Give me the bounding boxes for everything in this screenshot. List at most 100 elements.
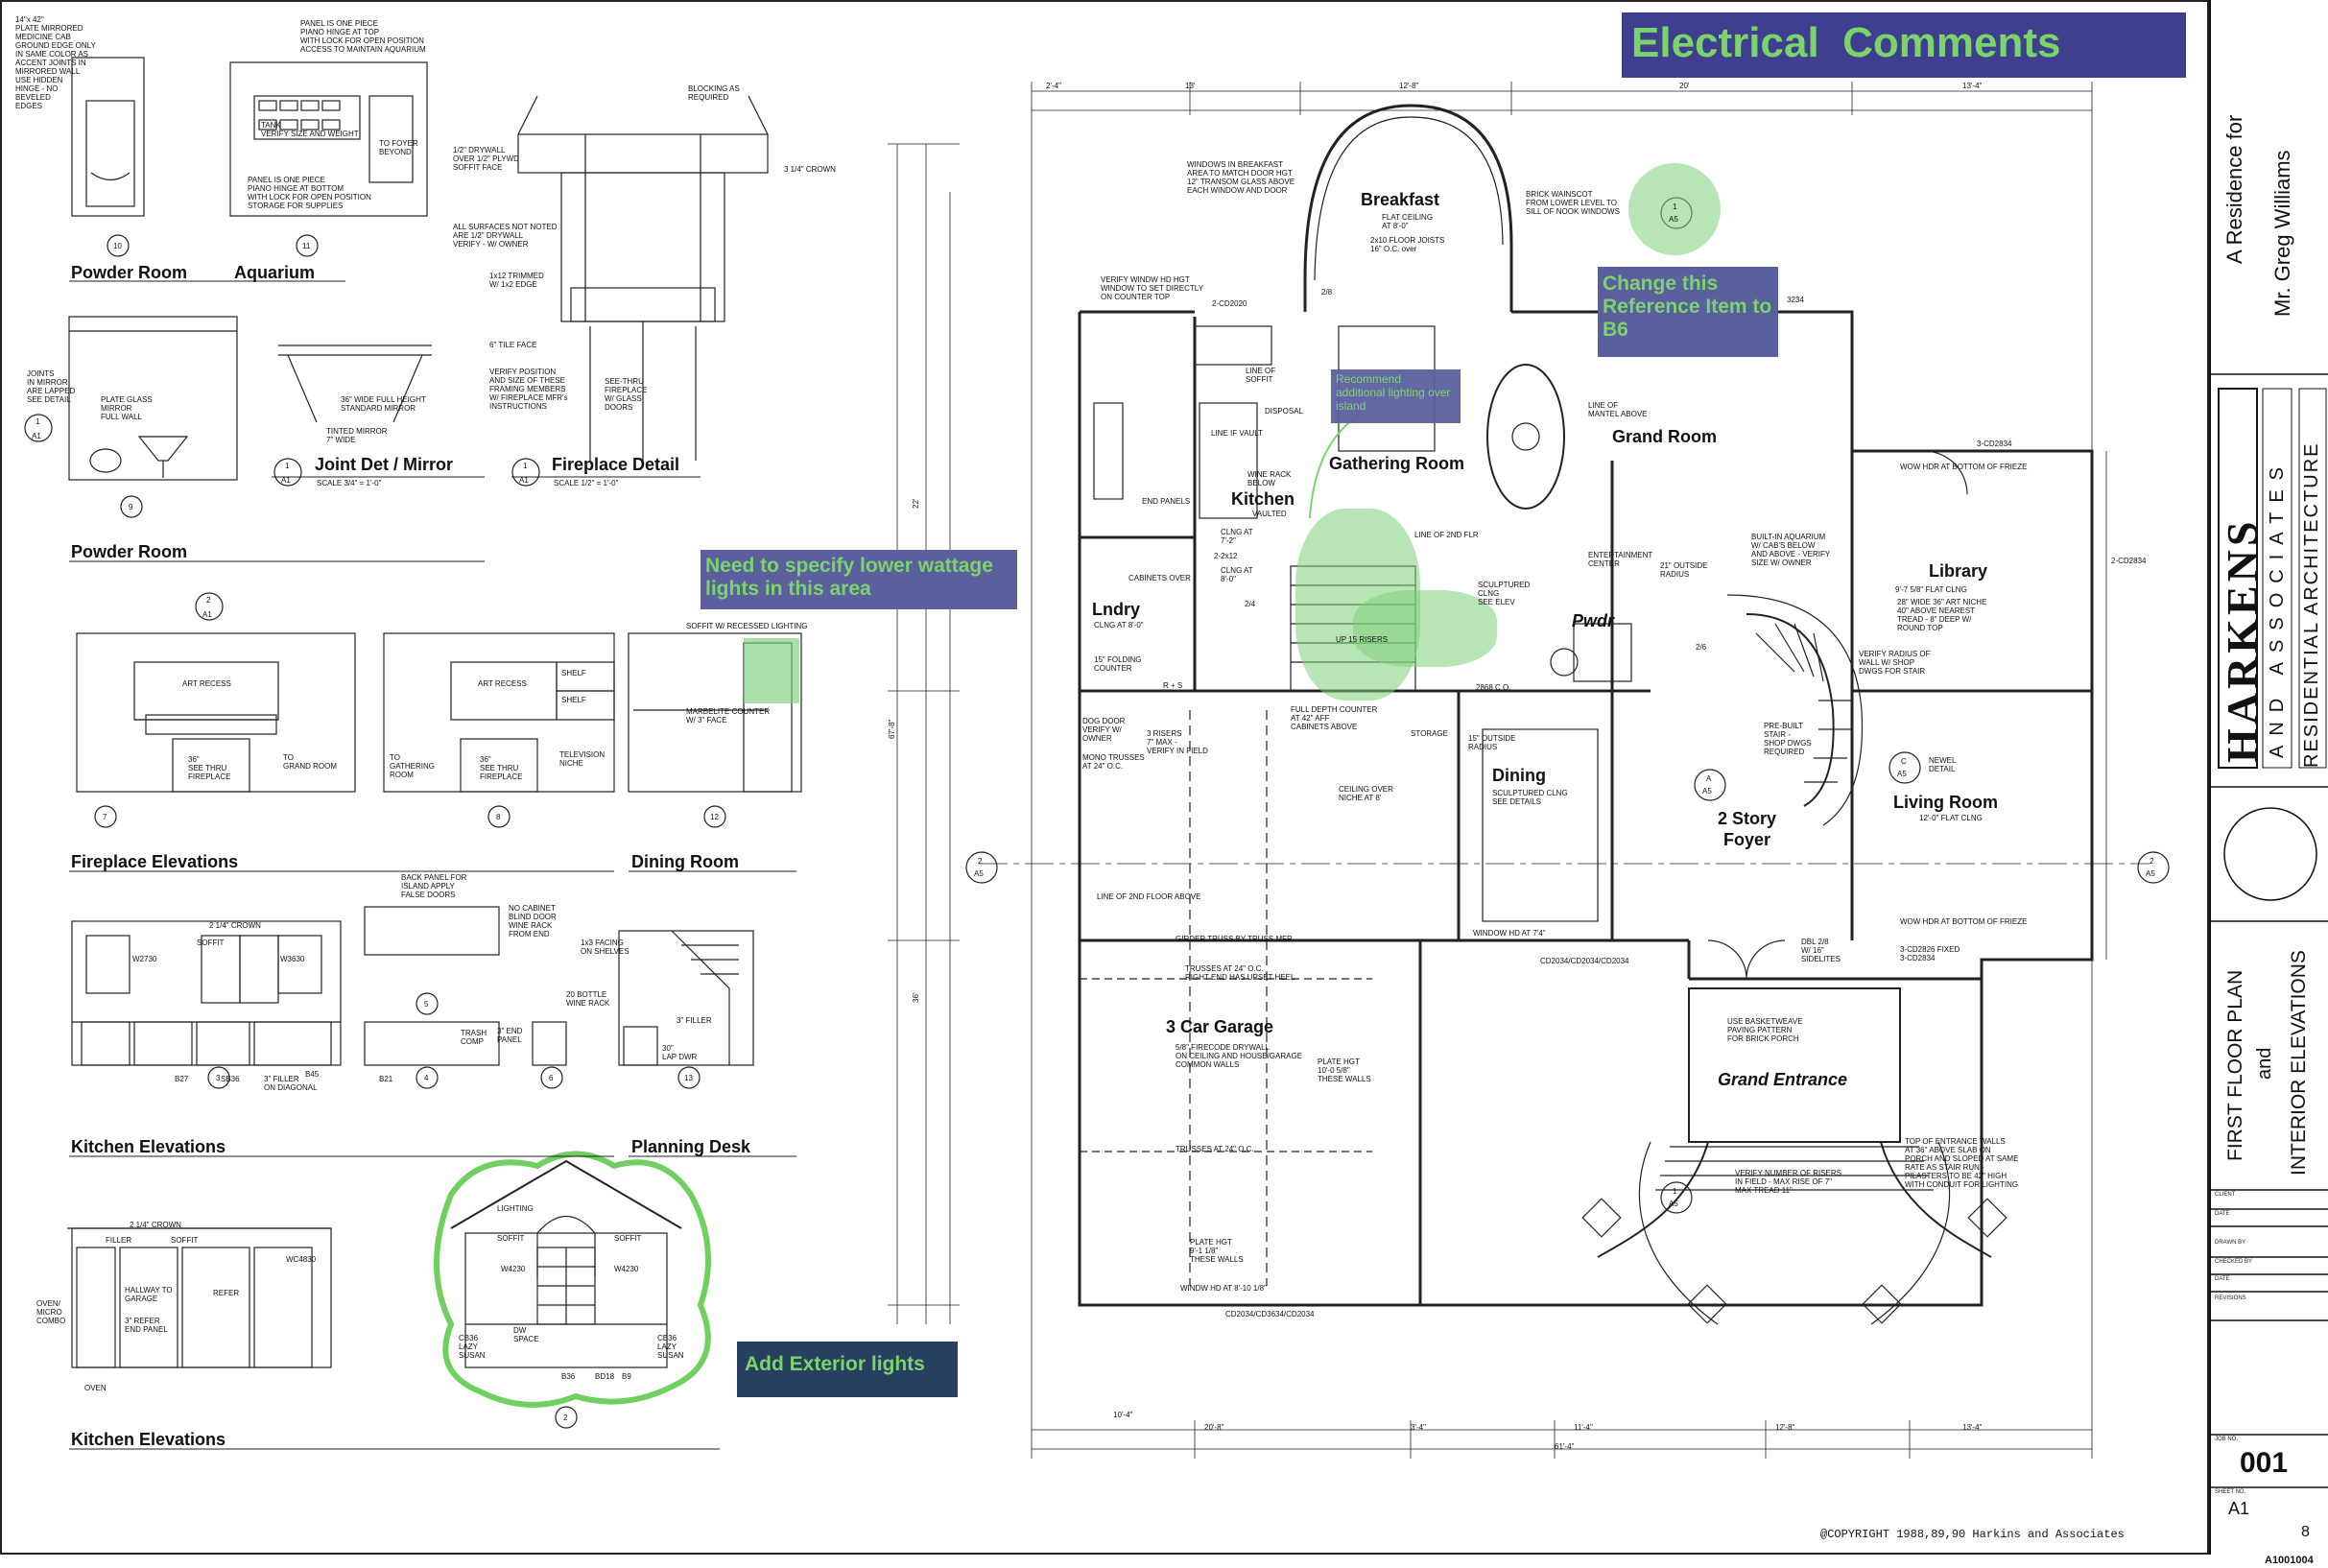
note-no-cabinet: NO CABINET BLIND DOOR WINE RACK FROM END	[509, 904, 557, 938]
section-mark: 1	[1673, 1187, 1677, 1196]
label-art-recess-2: ART RECESS	[478, 679, 527, 688]
plan-note: USE BASKETWEAVE PAVING PATTERN FOR BRICK…	[1727, 1017, 1803, 1043]
plan-note: WINE RACK BELOW	[1247, 470, 1292, 487]
plan-note: GIRDER TRUSS BY TRUSS MFR	[1176, 935, 1293, 943]
room-gathering: Gathering Room	[1329, 454, 1465, 473]
label-soffit-recessed: SOFFIT W/ RECESSED LIGHTING	[686, 622, 808, 630]
room-living: Living Room	[1893, 793, 1998, 812]
tb-firm-type: RESIDENTIAL ARCHITECTURE	[2301, 441, 2322, 768]
plan-note: BRICK WAINSCOT FROM LOWER LEVEL TO SILL …	[1526, 190, 1620, 216]
note-oven-micro: OVEN/ MICRO COMBO	[36, 1299, 66, 1325]
copyright: @COPYRIGHT 1988,89,90 Harkins and Associ…	[1820, 1528, 2125, 1541]
section-mark-ref: A1	[519, 476, 529, 485]
note-island-box[interactable]: Recommend additional lighting over islan…	[1331, 369, 1461, 423]
room-pwdr: Pwdr	[1572, 611, 1615, 630]
plan-note: CLNG AT 7'-2"	[1221, 528, 1253, 545]
note-facing: 1x3 FACING ON SHELVES	[581, 938, 630, 956]
section-mark-ref: A5	[1702, 787, 1712, 796]
note-exterior-box[interactable]: Add Exterior lights	[737, 1342, 958, 1397]
plan-note: LINE OF MANTEL ABOVE	[1588, 401, 1648, 418]
label-filler: FILLER	[106, 1236, 132, 1245]
note-tinted: TINTED MIRROR 7" WIDE	[326, 427, 388, 444]
plan-note: WOW HDR AT BOTTOM OF FRIEZE	[1900, 917, 2028, 926]
label-end-panel: 3" END PANEL	[497, 1027, 523, 1044]
note-filler-diag: 3" FILLER ON DIAGONAL	[264, 1075, 318, 1092]
tb-job-no: 001	[2240, 1447, 2289, 1479]
plan-note: 15" FOLDING COUNTER	[1094, 655, 1142, 673]
tb-field-revisions: REVISIONS	[2215, 1295, 2246, 1301]
label-art-recess: ART RECESS	[182, 679, 231, 688]
title-dining-room: Dining Room	[631, 852, 739, 871]
section-mark: 2	[206, 596, 211, 605]
highlight-reference-item	[1628, 163, 1721, 255]
plan-note: TRUSSES AT 24" O.C. RIGHT END HAS UPSET …	[1185, 964, 1295, 982]
label-to-grand: TO GRAND ROOM	[283, 753, 337, 771]
note-fp-trim: 1x12 TRIMMED W/ 1x2 EDGE	[489, 272, 544, 289]
plan-note: LINE OF 2ND FLOOR ABOVE	[1097, 892, 1201, 901]
section-mark: 1	[523, 462, 528, 470]
label-lazy-susan: CB36 LAZY SUSAN	[459, 1334, 486, 1360]
label-trash: TRASH COMP	[461, 1029, 487, 1046]
note-wattage-text: Need to specify lower wattage lights in …	[705, 555, 993, 601]
tb-field-drawn: DRAWN BY	[2215, 1240, 2246, 1246]
plan-note: VERIFY NUMBER OF RISERS IN FIELD - MAX R…	[1735, 1169, 1841, 1195]
plan-note: PLATE HGT 9'-1 1/8" THESE WALLS	[1190, 1238, 1244, 1264]
plan-note: VERIFY WINDW HD HGT WINDOW TO SET DIRECT…	[1101, 275, 1203, 301]
cab-code: W4230	[501, 1265, 526, 1273]
plan-note: WINDOW HD AT 7'4"	[1473, 929, 1546, 938]
plan-note: LINE OF SOFFIT	[1246, 367, 1276, 384]
section-mark-ref: A5	[2146, 869, 2155, 878]
room-joists-note: 2x10 FLOOR JOISTS 16" O.C. over	[1370, 236, 1445, 253]
note-aquarium-top: PANEL IS ONE PIECE PIANO HINGE AT TOP WI…	[300, 19, 426, 54]
note-fp-surfaces: ALL SURFACES NOT NOTED ARE 1/2" DRYWALL …	[453, 223, 558, 249]
room-foyer: 2 Story Foyer	[1718, 809, 1777, 849]
cab-code: WC4830	[286, 1255, 317, 1264]
note-mirror36: 36" WIDE FULL HEIGHT STANDARD MIRROR	[341, 395, 426, 413]
detail-num: 12	[710, 813, 719, 821]
plan-note: 21" OUTSIDE RADIUS	[1660, 561, 1708, 579]
detail-num: 2	[563, 1414, 568, 1422]
section-mark-ref: A5	[1897, 770, 1907, 778]
section-mark: 1	[36, 417, 40, 426]
title-fireplace-elevations: Fireplace Elevations	[71, 852, 239, 871]
plan-note: WINDOWS IN BREAKFAST AREA TO MATCH DOOR …	[1187, 160, 1295, 195]
scale-fireplace-detail: SCALE 1/2" = 1'-0"	[554, 479, 619, 487]
plan-note: FULL DEPTH COUNTER AT 42" AFF CABINETS A…	[1291, 705, 1378, 731]
room-living-note: 12'-0" FLAT CLNG	[1919, 814, 1983, 822]
note-marbelite: MARBELITE COUNTER W/ 3" FACE	[686, 707, 771, 725]
plan-note: 15" OUTSIDE RADIUS	[1468, 734, 1516, 751]
plan-note: DOG DOOR VERIFY W/ OWNER	[1082, 717, 1126, 743]
label-lap-dwr: 30" LAP DWR	[662, 1044, 698, 1061]
room-dining-note: SCULPTURED CLNG SEE DETAILS	[1492, 789, 1568, 806]
plan-note: 3 RISERS 7" MAX - VERIFY IN FIELD	[1147, 729, 1208, 755]
section-mark: C	[1901, 757, 1907, 766]
plan-note: UP 15 RISERS	[1336, 635, 1389, 644]
note-reference-box[interactable]: Change this Reference Item to B6	[1598, 267, 1778, 357]
plan-code: 2-CD2834	[2111, 557, 2147, 565]
note-hallway: HALLWAY TO GARAGE	[125, 1286, 173, 1303]
note-wattage-box[interactable]: Need to specify lower wattage lights in …	[701, 550, 1017, 609]
plan-code: CD2034/CD2034/CD2034	[1540, 957, 1629, 965]
dim-top: 13'-4"	[1962, 82, 1983, 90]
dim-top: 2'-4"	[1046, 82, 1061, 90]
room-garage: 3 Car Garage	[1166, 1017, 1274, 1036]
dim-left: 22'	[912, 498, 920, 509]
detail-num: 13	[684, 1074, 693, 1082]
plan-note: DBL 2/8 W/ 16" SIDELITES	[1801, 938, 1841, 963]
section-mark: 1	[1673, 202, 1677, 211]
dim-top: 13'	[1185, 82, 1196, 90]
detail-num: 5	[424, 1000, 429, 1009]
room-library: Library	[1929, 561, 1988, 581]
plan-note: CABINETS OVER	[1128, 574, 1191, 582]
plan-note: NEWEL DETAIL	[1929, 756, 1957, 773]
label-shelf-2: SHELF	[561, 696, 586, 704]
plan-note: LINE OF 2ND FLR	[1414, 531, 1479, 539]
dim-bottom: 20'-8"	[1204, 1423, 1224, 1432]
label-tv-niche: TELEVISION NICHE	[559, 750, 606, 768]
section-mark-ref: A5	[1669, 215, 1678, 224]
tb-field-job: JOB NO.	[2215, 1437, 2239, 1442]
label-soffit-2: SOFFIT	[171, 1236, 199, 1245]
label-soffit-3: SOFFIT	[497, 1234, 525, 1243]
plan-code: 2-2x12	[1214, 552, 1238, 560]
note-back-panel: BACK PANEL FOR ISLAND APPLY FALSE DOORS	[401, 873, 467, 899]
